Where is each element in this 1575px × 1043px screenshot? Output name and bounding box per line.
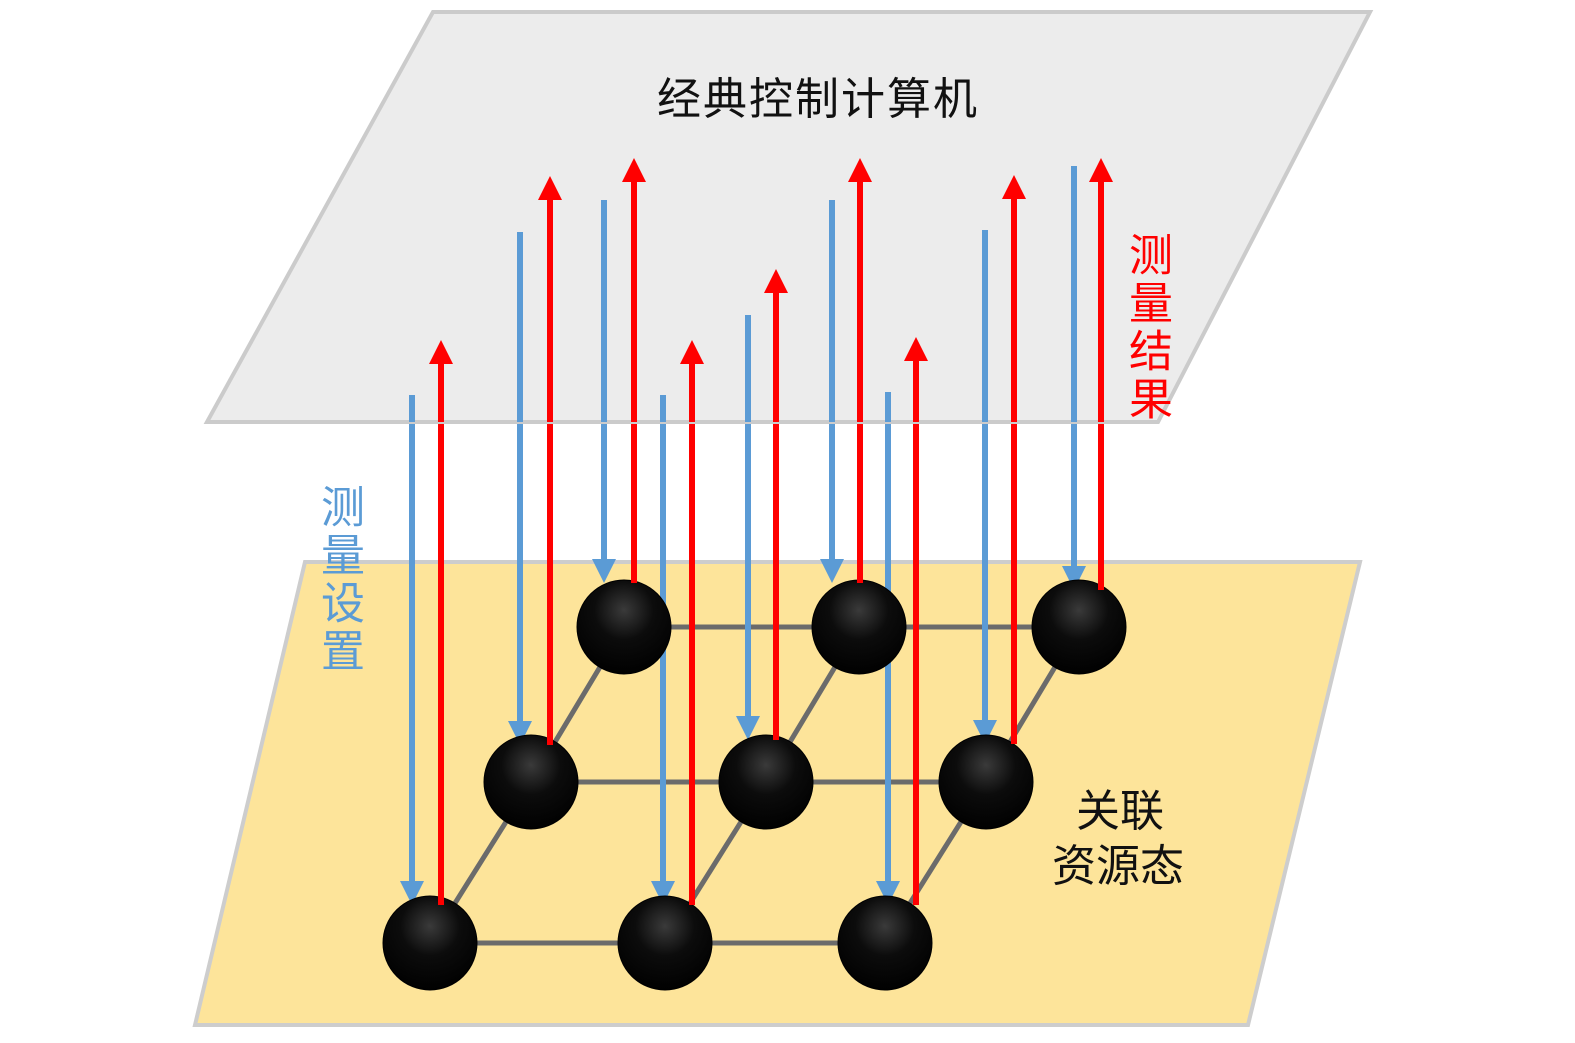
result-arrowhead (1002, 175, 1026, 199)
qubit-node (1031, 579, 1127, 675)
measurement-result-arrows (438, 422, 1104, 905)
result-arrowhead (848, 158, 872, 182)
measurement-setting-label: 测量设置 (313, 484, 364, 676)
setting-arrowhead (400, 881, 424, 905)
measurement-setting-arrows (400, 422, 1086, 905)
classical-computer-label: 经典控制计算机 (657, 74, 979, 125)
result-arrowhead (1089, 158, 1113, 182)
setting-arrowhead (820, 559, 844, 583)
result-arrowhead (538, 176, 562, 200)
qubit-node (483, 734, 579, 830)
setting-arrowhead (651, 881, 675, 905)
qubit-node (811, 579, 907, 675)
qubit-node (576, 579, 672, 675)
setting-arrowhead (876, 881, 900, 905)
result-arrowhead (622, 158, 646, 182)
qubit-lattice (382, 579, 1127, 991)
qubit-node (837, 895, 933, 991)
result-arrowhead (429, 340, 453, 364)
result-arrowhead (904, 337, 928, 361)
classical-computer-plane (203, 10, 1374, 424)
resource-state-label-line1: 关联 (1076, 786, 1164, 837)
result-arrowhead (680, 340, 704, 364)
measurement-setting-arrows-upper (409, 166, 1077, 422)
result-arrowhead (764, 269, 788, 293)
qubit-node (718, 734, 814, 830)
setting-arrowhead (592, 559, 616, 583)
measurement-result-label: 测量结果 (1121, 232, 1172, 424)
qubit-node (382, 895, 478, 991)
setting-arrowhead (736, 716, 760, 740)
setting-arrowhead (973, 720, 997, 744)
measurement-result-arrows-upper (429, 158, 1113, 422)
qubit-node (617, 895, 713, 991)
setting-arrowhead (1062, 566, 1086, 590)
setting-arrowhead (508, 721, 532, 745)
qubit-node (938, 734, 1034, 830)
resource-state-label-line2: 资源态 (1052, 841, 1184, 892)
